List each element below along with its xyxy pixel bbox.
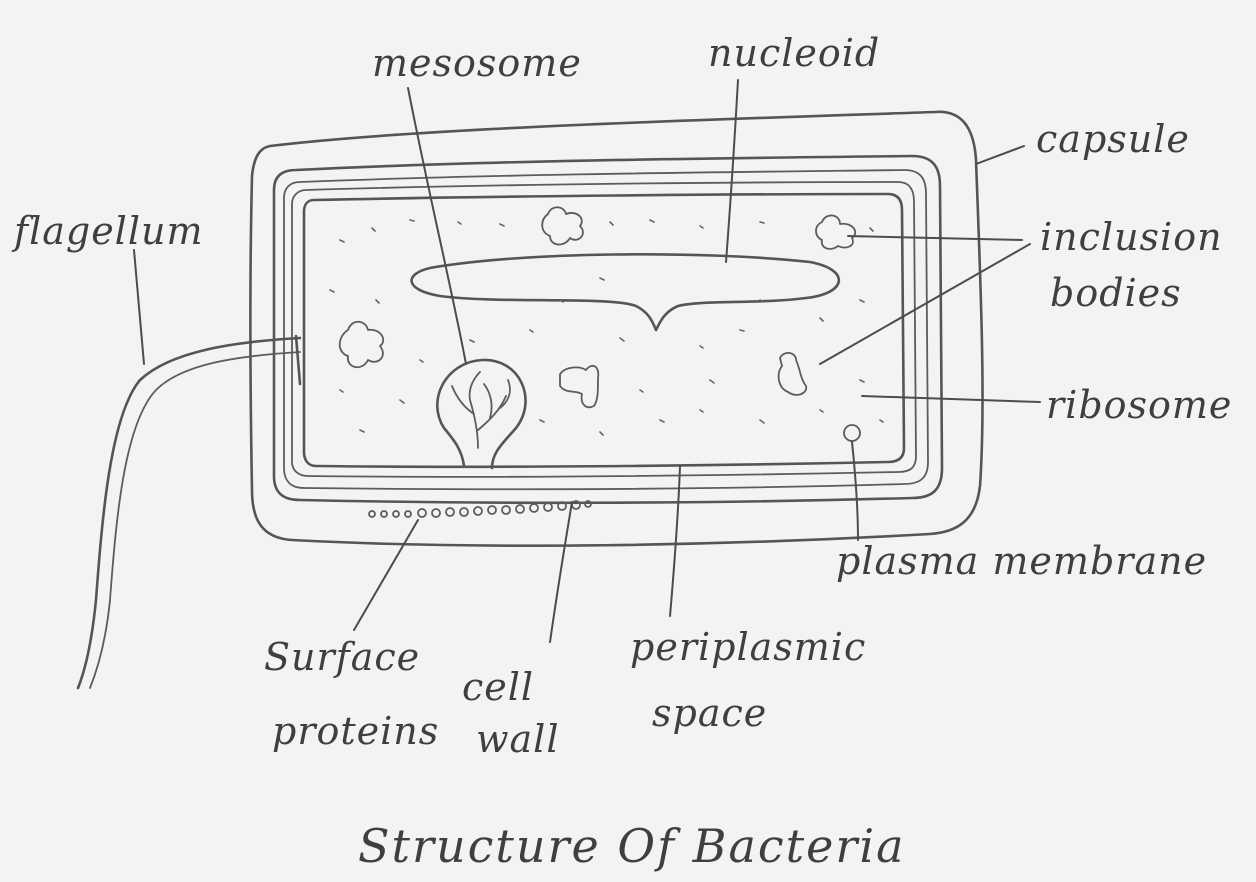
label-inclusion-line1: inclusion — [1040, 215, 1223, 259]
label-periplasmic-line2: space — [652, 691, 767, 735]
label-nucleoid: nucleoid — [708, 31, 880, 75]
label-surface-line2: proteins — [272, 709, 439, 753]
label-mesosome: mesosome — [372, 41, 582, 85]
label-inclusion-line2: bodies — [1050, 271, 1182, 315]
diagram-title: Structure Of Bacteria — [358, 819, 906, 873]
label-periplasmic-line1: periplasmic — [630, 625, 866, 669]
label-surface-line1: Surface — [264, 635, 420, 679]
label-cell-line2: wall — [476, 717, 560, 761]
label-capsule: capsule — [1036, 117, 1190, 161]
label-plasma-membrane: plasma membrane — [836, 539, 1207, 583]
label-cell-line1: cell — [462, 665, 534, 709]
label-ribosome: ribosome — [1046, 383, 1232, 427]
label-flagellum: flagellum — [11, 209, 204, 253]
